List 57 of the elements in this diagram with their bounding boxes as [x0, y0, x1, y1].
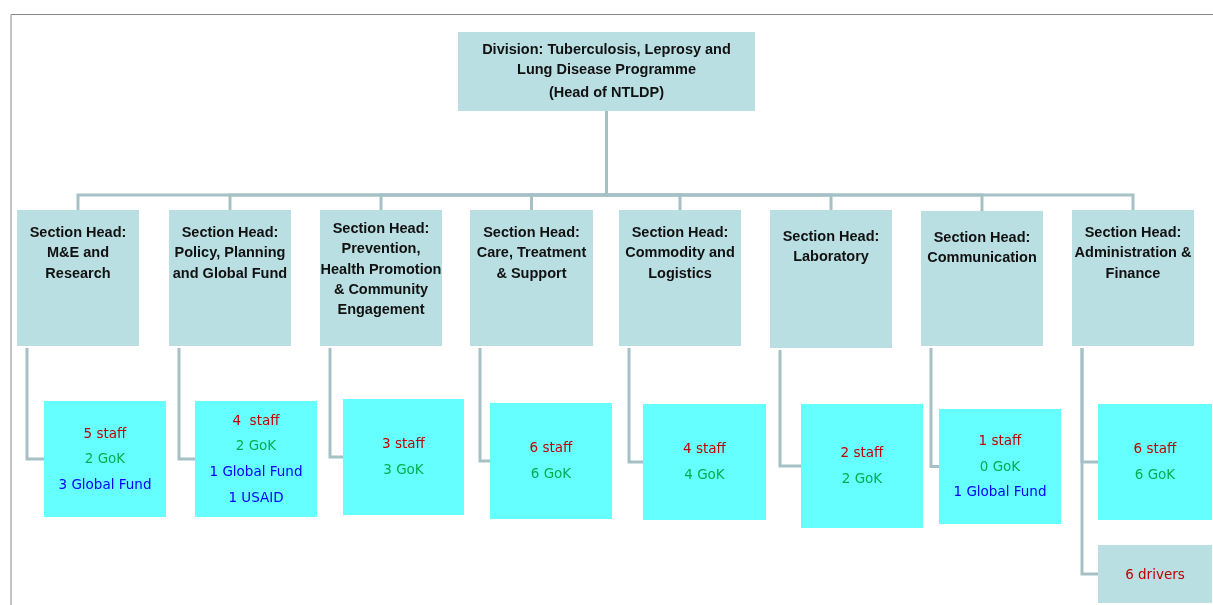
- section-title: Section Head: Prevention, Health Promotion & Community Engagement: [320, 219, 442, 320]
- section-title: Section Head: Care, Treatment & Support: [475, 223, 588, 283]
- connector-line: [1080, 348, 1098, 576]
- connector-line: [177, 348, 195, 461]
- staff-count: 3 Global Fund: [58, 474, 152, 494]
- staff-count: 1 Global Fund: [953, 482, 1047, 502]
- staff-box: [195, 401, 317, 517]
- staff-box: [643, 404, 766, 520]
- section-title: Section Head: M&E and Research: [28, 223, 128, 283]
- division-box: [458, 32, 755, 111]
- staff-count: 1 staff: [978, 431, 1022, 451]
- staff-box: [801, 404, 923, 528]
- staff-count: 6 drivers: [1125, 566, 1185, 582]
- connector-line: [778, 350, 801, 468]
- staff-count: 4 staff: [232, 410, 280, 430]
- staff-count: 1 USAID: [228, 487, 284, 507]
- connector-line: [478, 348, 490, 463]
- section-head-box: [17, 210, 139, 346]
- staff-box: [44, 401, 166, 517]
- connector-line: [25, 348, 44, 461]
- staff-box: [939, 409, 1061, 524]
- staff-count: 5 staff: [83, 423, 127, 443]
- staff-count: 6 GoK: [530, 464, 572, 483]
- connector-line: [627, 348, 643, 464]
- connector-line: [328, 348, 343, 459]
- division-title: Division: Tuberculosis, Leprosy and Lung Disease Programme: [481, 40, 732, 79]
- section-head-box: [169, 210, 291, 346]
- section-title: Section Head: Administration & Finance: [1073, 223, 1193, 283]
- drivers-box: [1098, 545, 1212, 603]
- section-title: Section Head: Communication: [926, 228, 1038, 268]
- staff-count: 4 GoK: [684, 465, 725, 484]
- connector-line: [929, 348, 939, 468]
- staff-count: 1 Global Fund: [209, 462, 303, 481]
- section-head-box: [1072, 210, 1194, 346]
- staff-count: 4 staff: [683, 439, 726, 459]
- staff-count: 6 staff: [1133, 439, 1177, 459]
- staff-count: 2 GoK: [235, 436, 277, 456]
- staff-box: [490, 403, 612, 519]
- staff-count: 6 GoK: [1134, 465, 1176, 484]
- section-title: Section Head: Policy, Planning and Global Fund: [171, 223, 289, 283]
- staff-count: 3 GoK: [383, 460, 424, 479]
- section-head-box: [921, 211, 1043, 346]
- section-head-box: [470, 210, 593, 346]
- staff-count: 3 staff: [382, 434, 425, 454]
- section-head-box: [770, 210, 892, 348]
- staff-box: [1098, 404, 1212, 520]
- staff-box: [343, 399, 464, 515]
- section-head-box: [320, 210, 442, 346]
- section-title: Section Head: Commodity and Logistics: [624, 223, 736, 283]
- section-head-box: [619, 210, 741, 346]
- staff-count: 0 GoK: [979, 456, 1021, 476]
- staff-count: 6 staff: [529, 438, 573, 458]
- division-subtitle: (Head of NTLDP): [547, 83, 666, 103]
- section-title: Section Head: Laboratory: [781, 227, 881, 267]
- staff-count: 2 GoK: [84, 449, 126, 469]
- staff-count: 2 GoK: [841, 469, 883, 488]
- staff-count: 2 staff: [840, 443, 884, 463]
